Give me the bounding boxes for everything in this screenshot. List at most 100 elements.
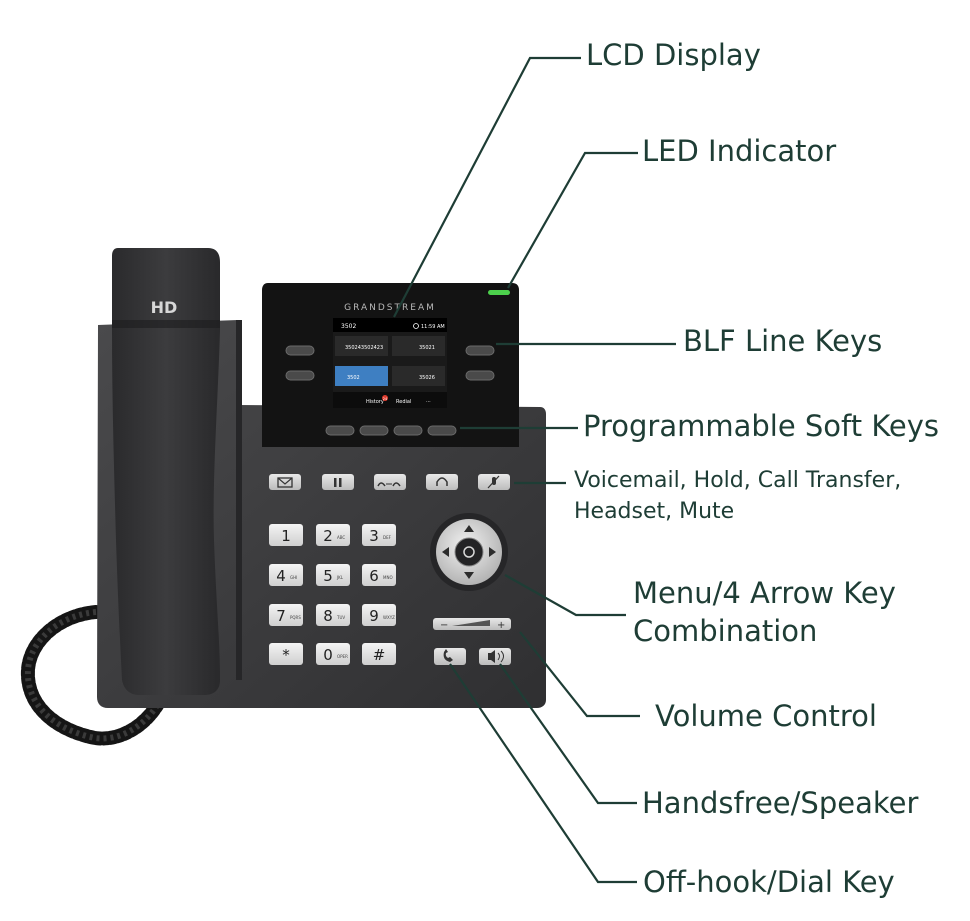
function-keys <box>269 474 510 490</box>
led-indicator <box>488 290 510 295</box>
keypad-digit: 5 <box>323 567 333 585</box>
soft-key-2[interactable] <box>359 425 389 436</box>
label-function-keys-2: Headset, Mute <box>574 499 735 524</box>
label-blf-line-keys: BLF Line Keys <box>683 324 883 358</box>
keypad-letters: TUV <box>336 615 345 620</box>
volume-down-icon[interactable]: − <box>440 620 448 631</box>
keypad-digit: 2 <box>323 527 333 545</box>
keypad-letters: PQRS <box>290 615 301 620</box>
blf-line-key-2[interactable] <box>285 370 315 381</box>
leader-lcd-display <box>393 56 581 318</box>
label-menu-arrow-2: Combination <box>633 614 818 648</box>
mute-key[interactable] <box>478 474 510 490</box>
label-handsfree-speaker: Handsfree/Speaker <box>642 786 919 820</box>
keypad-key[interactable]: 7 PQRS <box>269 604 303 626</box>
line-label-1: 350243502423 <box>345 345 383 351</box>
softkey-label-more: ··· <box>426 399 431 405</box>
keypad-key[interactable]: 0 OPER <box>316 643 350 665</box>
speaker-icon <box>488 650 495 663</box>
keypad-key[interactable]: 2 ABC <box>316 524 350 546</box>
keypad-letters: JKL <box>336 575 344 580</box>
keypad-letters: MNO <box>383 575 393 580</box>
keypad-letters: OPER <box>337 654 348 659</box>
keypad-key[interactable]: 9 WXYZ <box>362 604 396 626</box>
label-offhook-dial-key: Off-hook/Dial Key <box>643 865 895 899</box>
headset-key[interactable] <box>426 474 458 490</box>
softkey-label-history: History <box>366 399 384 405</box>
leader-volume-control <box>519 631 640 718</box>
keypad-digit: * <box>282 646 290 664</box>
transfer-icon <box>377 482 401 487</box>
phone-handset-icon <box>443 649 453 662</box>
soft-key-3[interactable] <box>393 425 423 436</box>
keypad-letters: WXYZ <box>383 615 395 620</box>
handset: HD <box>112 248 220 695</box>
leader-menu-arrow <box>504 574 626 617</box>
navigation-cluster <box>430 513 508 591</box>
label-menu-arrow-1: Menu/4 Arrow Key <box>633 576 896 610</box>
keypad-key[interactable]: 6 MNO <box>362 564 396 586</box>
arrow-left-icon[interactable] <box>442 547 449 557</box>
coiled-cord <box>20 605 167 746</box>
leader-offhook <box>449 663 637 884</box>
keypad-digit: 0 <box>323 646 333 664</box>
keypad-digit: # <box>373 646 386 664</box>
label-programmable-soft-keys: Programmable Soft Keys <box>583 409 940 443</box>
envelope-icon <box>277 477 293 488</box>
leader-led-indicator <box>507 151 638 289</box>
soft-key-1[interactable] <box>325 425 355 436</box>
offhook-dial-key[interactable] <box>434 648 466 665</box>
keypad-digit: 6 <box>369 567 379 585</box>
handsfree-speaker-key[interactable] <box>479 648 511 665</box>
keypad-digit: 1 <box>281 527 291 545</box>
status-account: 3502 <box>341 323 356 330</box>
lcd-screen: 3502 11:59 AM 350243502423 35021 3502 35… <box>333 318 447 408</box>
svg-text:24: 24 <box>383 397 388 401</box>
keypad-key[interactable]: # <box>362 643 396 665</box>
keypad-letters: GHI <box>290 575 297 580</box>
brand-logo: GRANDSTREAM <box>344 303 436 313</box>
volume-up-icon[interactable]: + <box>497 620 505 631</box>
blf-line-key-1[interactable] <box>285 345 315 356</box>
lcd-module: GRANDSTREAM 3502 11:59 AM 350243502423 3… <box>262 283 519 447</box>
keypad-key[interactable]: * <box>269 643 303 665</box>
hd-badge: HD <box>151 298 178 317</box>
volume-wedge-icon <box>452 620 490 626</box>
blf-line-key-3[interactable] <box>465 345 495 356</box>
label-led-indicator: LED Indicator <box>642 134 837 168</box>
arrow-up-icon[interactable] <box>464 525 474 532</box>
headset-icon <box>436 477 448 486</box>
transfer-key[interactable] <box>374 474 406 490</box>
blf-line-key-4[interactable] <box>465 370 495 381</box>
leader-lines <box>393 56 676 884</box>
line-label-2: 35021 <box>419 345 435 351</box>
voicemail-key[interactable] <box>269 474 301 490</box>
line-label-3: 3502 <box>347 375 360 381</box>
status-clock: 11:59 AM <box>421 324 445 330</box>
menu-ok-button[interactable] <box>454 537 484 567</box>
history-count-badge <box>382 395 388 401</box>
softkey-label-redial: Redial <box>396 399 411 405</box>
leader-handsfree <box>499 663 637 805</box>
keypad-key[interactable]: 1 <box>269 524 303 546</box>
volume-control[interactable]: − + <box>433 618 511 631</box>
arrow-right-icon[interactable] <box>489 547 496 557</box>
keypad-digit: 7 <box>276 607 286 625</box>
soft-key-4[interactable] <box>427 425 457 436</box>
label-lcd-display: LCD Display <box>586 38 761 72</box>
hold-key[interactable] <box>322 474 354 490</box>
keypad-letters: DEF <box>383 535 392 540</box>
arrow-down-icon[interactable] <box>464 572 474 579</box>
keypad-digit: 4 <box>276 567 286 585</box>
keypad-key[interactable]: 4 GHI <box>269 564 303 586</box>
keypad-letters: ABC <box>337 535 345 540</box>
keypad-digit: 9 <box>369 607 379 625</box>
pause-icon <box>334 478 337 487</box>
label-function-keys-1: Voicemail, Hold, Call Transfer, <box>574 468 902 493</box>
